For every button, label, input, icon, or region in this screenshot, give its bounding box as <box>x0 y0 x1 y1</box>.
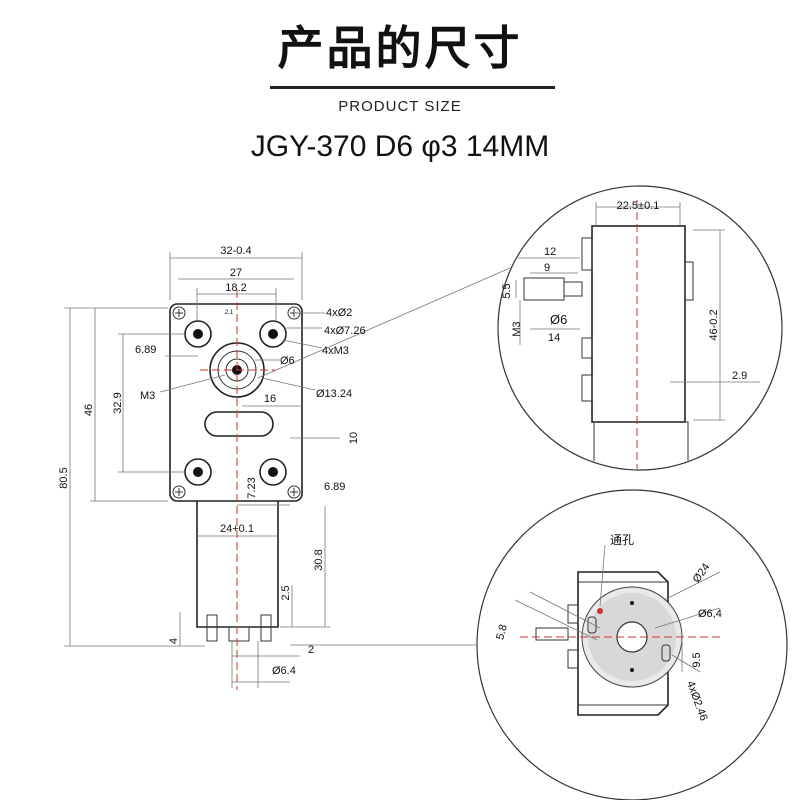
dim-side-12: 12 <box>544 246 556 258</box>
dim-side-14: 14 <box>548 332 560 344</box>
dim-d6: Ø6 <box>280 355 295 367</box>
gearbox-slot <box>204 411 274 437</box>
through-hole-label: 通孔 <box>610 533 634 547</box>
dim-689-right: 6.89 <box>324 481 345 493</box>
dim-holes-2: 4xØ2 <box>326 307 352 319</box>
dim-689-left: 6.89 <box>135 344 156 356</box>
terminal-right <box>260 614 272 642</box>
dim-side-9: 9 <box>544 262 550 274</box>
dim-2: 2 <box>308 644 314 656</box>
front-view: 32-0.4 27 18.2 2.1 4xØ2 4xØ7.26 4xM3 6.8… <box>58 245 511 690</box>
dim-side-46: 46-0.2 <box>708 309 720 340</box>
dim-small-21: 2.1 <box>225 310 234 316</box>
dim-end-95: 9.5 <box>691 652 703 667</box>
dim-m3: M3 <box>140 390 155 402</box>
gearbox-plate <box>169 303 303 502</box>
motor-bushing <box>228 626 250 642</box>
dim-end-58: 5.8 <box>494 623 510 641</box>
dim-width-mid: 27 <box>230 267 242 279</box>
dim-width-inner: 18.2 <box>225 282 246 294</box>
side-detail: 22.5±0.1 12 9 5.5 M3 Ø6 14 46-0.2 2.9 <box>497 185 783 471</box>
dim-width-top: 32-0.4 <box>220 245 251 257</box>
end-shaft <box>535 627 569 641</box>
dim-805: 80.5 <box>58 467 70 488</box>
model-number: JGY-370 D6 φ3 14MM <box>250 130 550 163</box>
dim-side-d6: Ø6 <box>550 312 567 327</box>
dim-side-55: 5.5 <box>501 283 513 298</box>
dim-end-64: Ø6,4 <box>698 608 722 620</box>
dim-225: 22.5±0.1 <box>617 200 660 212</box>
dim-holes-m3: 4xM3 <box>322 345 349 357</box>
dim-329: 32.9 <box>112 392 124 413</box>
through-hole-mark <box>597 608 603 614</box>
dim-25: 2.5 <box>280 585 292 600</box>
side-detail-frame <box>497 185 783 471</box>
motor-end-detail: 通孔 Ø24 Ø6,4 5.8 9.5 4xØ2.46 <box>290 489 788 800</box>
page-subtitle: PRODUCT SIZE <box>338 98 462 115</box>
dim-723: 7.23 <box>246 477 258 498</box>
dim-64: Ø6.4 <box>272 665 296 677</box>
dim-holes-726: 4xØ7.26 <box>324 325 366 337</box>
dim-side-29: 2.9 <box>732 370 747 382</box>
page-title: 产品的尺寸 <box>277 21 523 75</box>
dim-side-m3: M3 <box>511 321 523 336</box>
dim-4: 4 <box>168 638 180 644</box>
dim-10: 10 <box>348 432 360 444</box>
dim-46: 46 <box>83 404 95 416</box>
terminal-left <box>206 614 218 642</box>
dim-308: 30.8 <box>313 549 325 570</box>
title-underline <box>270 86 555 89</box>
front-dimension-lines <box>64 252 511 688</box>
dim-24: 24+0.1 <box>220 523 254 535</box>
dim-16: 16 <box>264 393 276 405</box>
dim-1324: Ø13.24 <box>316 388 352 400</box>
